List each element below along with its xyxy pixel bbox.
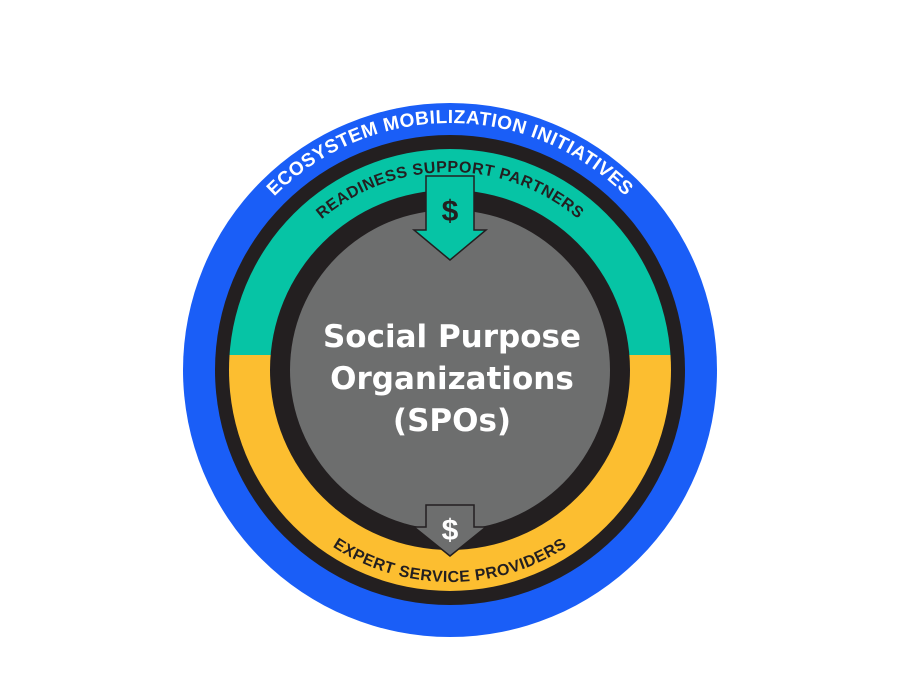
bottom-down-arrow xyxy=(411,504,489,557)
bottom-dollar-icon: $ xyxy=(442,514,459,547)
center-title-line1: Social Purpose xyxy=(323,319,581,355)
center-title-line2: Organizations xyxy=(330,361,574,397)
center-title-line3: (SPOs) xyxy=(393,403,511,439)
top-down-arrow xyxy=(411,175,489,261)
center-spo-circle xyxy=(290,210,610,530)
top-dollar-icon: $ xyxy=(442,195,459,228)
